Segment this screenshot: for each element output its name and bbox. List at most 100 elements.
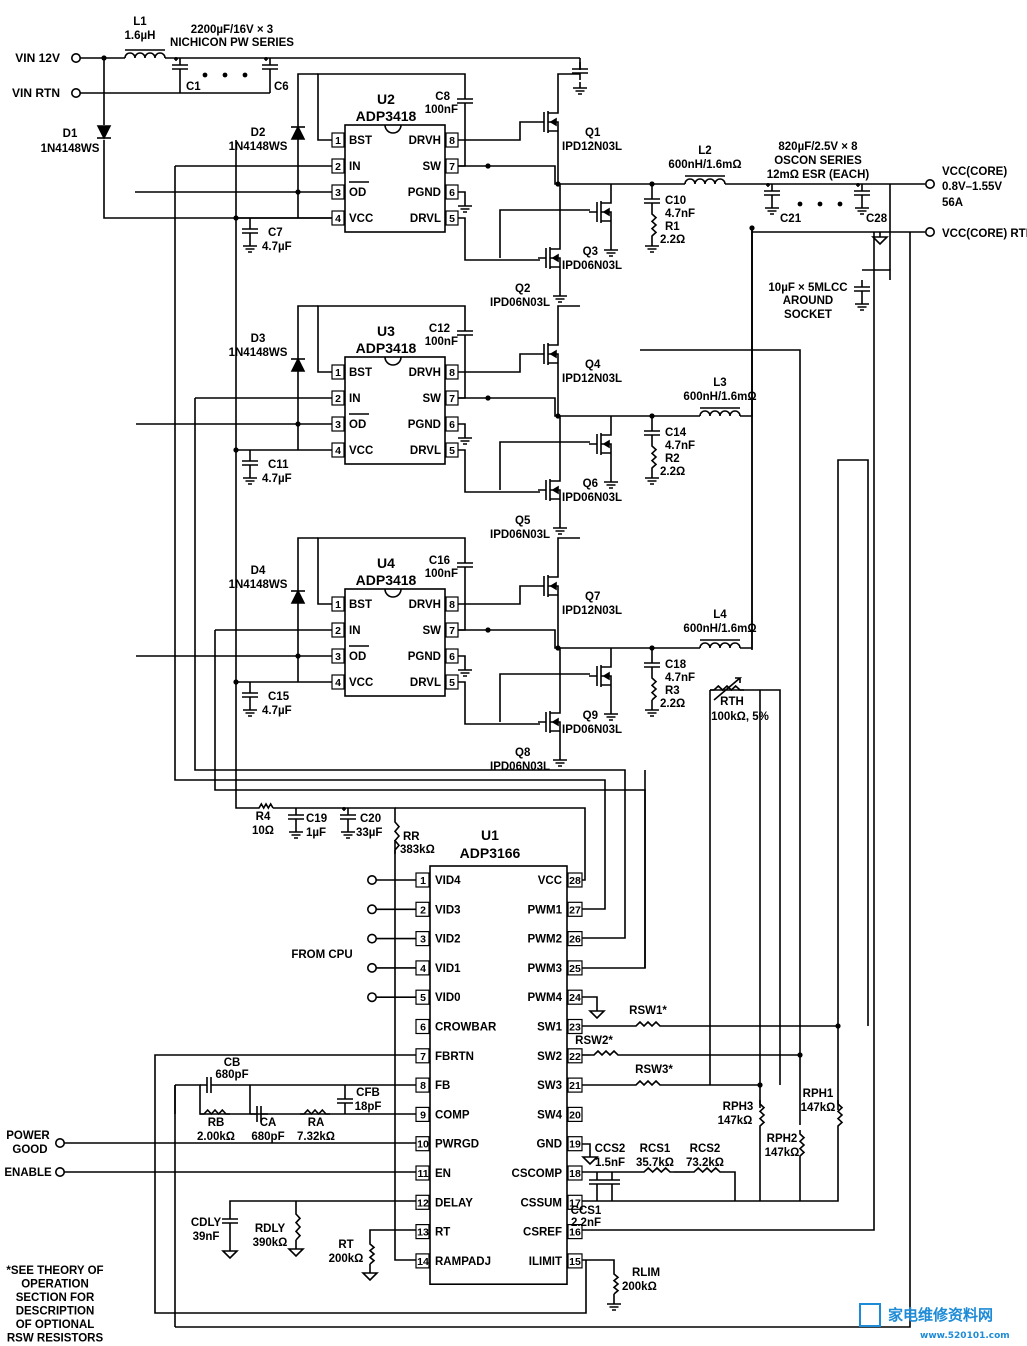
lo-fet-a-part: IPD06N03L [490, 529, 550, 541]
d1-diode [96, 125, 112, 140]
pin-name: OD [349, 651, 366, 663]
pin-box [445, 416, 459, 432]
pin-box [445, 648, 459, 664]
q1-mosfet [536, 100, 559, 144]
mlcc-label-2: AROUND [783, 295, 833, 307]
pin-number: 1 [420, 875, 426, 887]
l1-inductor [124, 49, 166, 59]
ground-symbol [604, 708, 618, 721]
footnote-line: OPERATION [21, 1279, 89, 1291]
vid-input-terminal [366, 992, 377, 1003]
pin-number: 11 [417, 1168, 428, 1180]
mosfet-symbol [536, 564, 559, 608]
pin-name: VCC [349, 445, 373, 457]
pin-number: 18 [569, 1168, 581, 1180]
rph2-value: 147kΩ [765, 1147, 800, 1159]
rph1-resistor [836, 1100, 844, 1130]
rr-value: 383kΩ [400, 844, 435, 856]
ground-lines [243, 704, 257, 717]
junction-dot [295, 421, 301, 427]
inductor-coil [699, 642, 741, 649]
ic-notch [384, 124, 402, 134]
pin-name: DRVH [409, 135, 441, 147]
ground-symbol [645, 704, 659, 717]
ellipsis-dot [202, 72, 208, 78]
pin-box [415, 989, 430, 1005]
pin-number: 19 [569, 1139, 581, 1151]
ellipsis-dot [837, 201, 843, 207]
rcs2-name: RCS2 [690, 1143, 721, 1155]
l4-inductor [699, 639, 741, 649]
wire [297, 73, 318, 218]
d1-part: 1N4148WS [41, 143, 100, 155]
vid-input-terminal [366, 933, 377, 944]
wire [557, 537, 580, 564]
wire [582, 1130, 839, 1202]
u1-ic-body [429, 865, 568, 1286]
resistor-zigzag [590, 1049, 622, 1057]
pin-name: GND [536, 1139, 562, 1151]
r4-name: R4 [256, 811, 271, 823]
lo-fet-a-name: Q5 [515, 515, 531, 527]
polarity-mark [342, 807, 346, 811]
pin-name: SW [422, 625, 441, 637]
pin-box [415, 901, 430, 917]
lo-fet-b-name: Q3 [583, 246, 598, 258]
pin-box [567, 1077, 583, 1093]
boot-cap-name: C12 [429, 323, 450, 335]
ground-lines [458, 200, 472, 213]
ground-triangle-symbol [221, 1246, 239, 1260]
pin-name: CSCOMP [512, 1168, 563, 1180]
pin-number: 7 [449, 625, 455, 637]
c20-value: 33µF [356, 827, 382, 839]
pin-number: 10 [417, 1139, 429, 1151]
ground-lines [341, 826, 355, 839]
pin-box [567, 1165, 583, 1181]
mosfet-arrow [551, 485, 559, 495]
pin-name: PWM1 [528, 904, 563, 916]
d1-name: D1 [63, 128, 78, 140]
rph2-name: RPH2 [767, 1133, 798, 1145]
ground-lines [855, 298, 869, 311]
ground-lines [645, 240, 659, 253]
pin-number: 28 [569, 875, 581, 887]
pin-box [445, 158, 459, 174]
pin-number: 5 [420, 992, 426, 1004]
inductor-name: L3 [713, 377, 726, 389]
pin-name: VCC [349, 213, 373, 225]
ground-symbol [645, 240, 659, 253]
pin-name: VID4 [435, 875, 461, 887]
pin-name: DRVL [410, 677, 441, 689]
junction-dot [295, 189, 301, 195]
c6-label: C6 [274, 81, 289, 93]
inductor-name: L4 [713, 609, 727, 621]
rdly-resistor [294, 1210, 302, 1244]
ground-symbol [458, 200, 472, 213]
c7-capacitor [242, 222, 258, 240]
pin-number: 22 [569, 1051, 581, 1063]
snub-res-name: R3 [665, 685, 680, 697]
wire [710, 689, 781, 1085]
wire [596, 1172, 613, 1180]
ra-value: 7.32kΩ [297, 1131, 335, 1143]
pin-box [445, 622, 459, 638]
pin-name: OD [349, 419, 366, 431]
mosfet-symbol [536, 332, 559, 376]
wire [458, 342, 466, 399]
ground-symbol [243, 240, 257, 253]
rph3-value: 147kΩ [718, 1115, 753, 1127]
capacitor-plates [288, 808, 304, 826]
pin-box [415, 1048, 430, 1064]
resistor-zigzag [710, 684, 744, 692]
wire [458, 585, 536, 605]
pin-name: VID2 [435, 934, 461, 946]
mlcc-capacitor [854, 280, 870, 298]
pin-number: 1 [335, 599, 341, 611]
pin-box [567, 901, 583, 917]
power-good-label-1: POWER [6, 1130, 50, 1142]
ccs-capacitor-plates [589, 1179, 620, 1185]
c1-label: C1 [186, 81, 201, 93]
capacitor-plates [644, 656, 660, 674]
c21-label: C21 [780, 213, 802, 225]
capacitor-plates [250, 1106, 268, 1122]
